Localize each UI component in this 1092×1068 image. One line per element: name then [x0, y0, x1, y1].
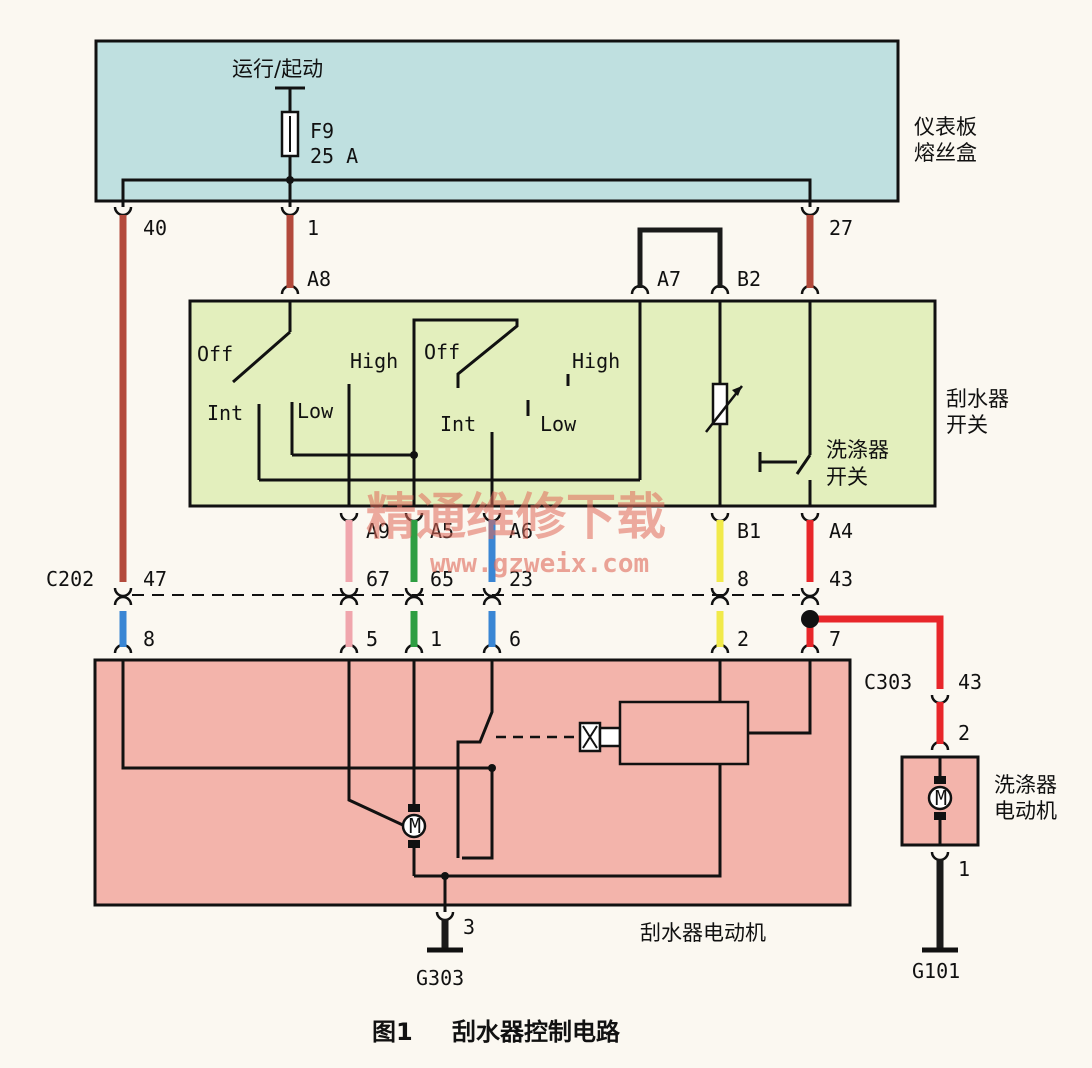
- splice-point: [801, 610, 819, 628]
- connector-c202: C202: [46, 567, 94, 591]
- wiper-motor-label: 刮水器电动机: [640, 921, 766, 945]
- wiper-switch-label-1: 刮水器: [946, 387, 1009, 411]
- switch-off-1: Off: [197, 342, 233, 366]
- fuse-name: F9: [310, 119, 334, 143]
- pin-a9: A9: [366, 519, 390, 543]
- pin-a4: A4: [829, 519, 853, 543]
- washer-motor-symbol: M: [935, 786, 947, 810]
- wiper-motor-symbol: M: [409, 814, 421, 838]
- power-label: 运行/起动: [232, 57, 323, 81]
- pin-40: 40: [143, 216, 167, 240]
- c202-pin-67: 67: [366, 567, 390, 591]
- pin-b2: B2: [737, 267, 761, 291]
- c303-pin-43: 43: [958, 670, 982, 694]
- switch-high-1: High: [350, 349, 398, 373]
- pin-27: 27: [829, 216, 853, 240]
- motor-pin-5: 5: [366, 627, 378, 651]
- pin-a7: A7: [657, 267, 681, 291]
- c202-pin-65: 65: [430, 567, 454, 591]
- pin-1: 1: [307, 216, 319, 240]
- wiper-motor-internals: [121, 660, 812, 912]
- watermark-text: 精通维修下载: [366, 488, 666, 546]
- motor-pin-3: 3: [463, 915, 475, 939]
- motor-pin-1: 1: [430, 627, 442, 651]
- c202-pin-23: 23: [509, 567, 533, 591]
- motor-pin-8: 8: [143, 627, 155, 651]
- washer-motor-label-1: 洗涤器: [994, 773, 1057, 797]
- c202-pin-43: 43: [829, 567, 853, 591]
- text-labels: 运行/起动 F9 25 A 仪表板 熔丝盒 40 1 27 A8 A7 B2 O…: [46, 57, 1057, 1046]
- switch-int-1: Int: [207, 401, 243, 425]
- ground-g101-label: G101: [912, 959, 960, 983]
- fuse-box: [94, 39, 900, 203]
- switch-off-2: Off: [424, 340, 460, 364]
- pin-a8: A8: [307, 267, 331, 291]
- motor-pin-2: 2: [737, 627, 749, 651]
- switch-low-1: Low: [297, 399, 334, 423]
- motor-pin-6: 6: [509, 627, 521, 651]
- washer-switch-label-1: 洗涤器: [826, 438, 889, 462]
- fuse-box-label-1: 仪表板: [914, 115, 977, 139]
- fuse-box-internals: [121, 86, 812, 207]
- washer-motor-internals: [927, 757, 953, 845]
- wiper-switch-label-2: 开关: [946, 413, 988, 437]
- ground-g303-label: G303: [416, 966, 464, 990]
- harness-wires: [119, 215, 944, 948]
- pin-b1: B1: [737, 519, 761, 543]
- watermark: 精通维修下载 www.gzweix.com: [366, 488, 666, 579]
- pin-a5: A5: [430, 519, 454, 543]
- watermark-url: www.gzweix.com: [430, 549, 649, 579]
- washer-pin-2: 2: [958, 721, 970, 745]
- washer-switch-label-2: 开关: [826, 465, 868, 489]
- switch-high-2: High: [572, 349, 620, 373]
- fuse-box-label-2: 熔丝盒: [914, 141, 977, 165]
- fuse-rating: 25 A: [310, 144, 358, 168]
- wiper-switch-internals: [232, 300, 812, 507]
- wiper-motor-box: [93, 658, 852, 907]
- c202-pin-47: 47: [143, 567, 167, 591]
- switch-int-2: Int: [440, 412, 476, 436]
- caption-number: 图1: [372, 1018, 413, 1046]
- c202-pin-8: 8: [737, 567, 749, 591]
- washer-pin-1: 1: [958, 857, 970, 881]
- connector-c303: C303: [864, 670, 912, 694]
- caption-title: 刮水器控制电路: [452, 1018, 621, 1046]
- motor-pin-7: 7: [829, 627, 841, 651]
- pin-a6: A6: [509, 519, 533, 543]
- washer-motor-label-2: 电动机: [994, 799, 1057, 823]
- switch-low-2: Low: [540, 412, 577, 436]
